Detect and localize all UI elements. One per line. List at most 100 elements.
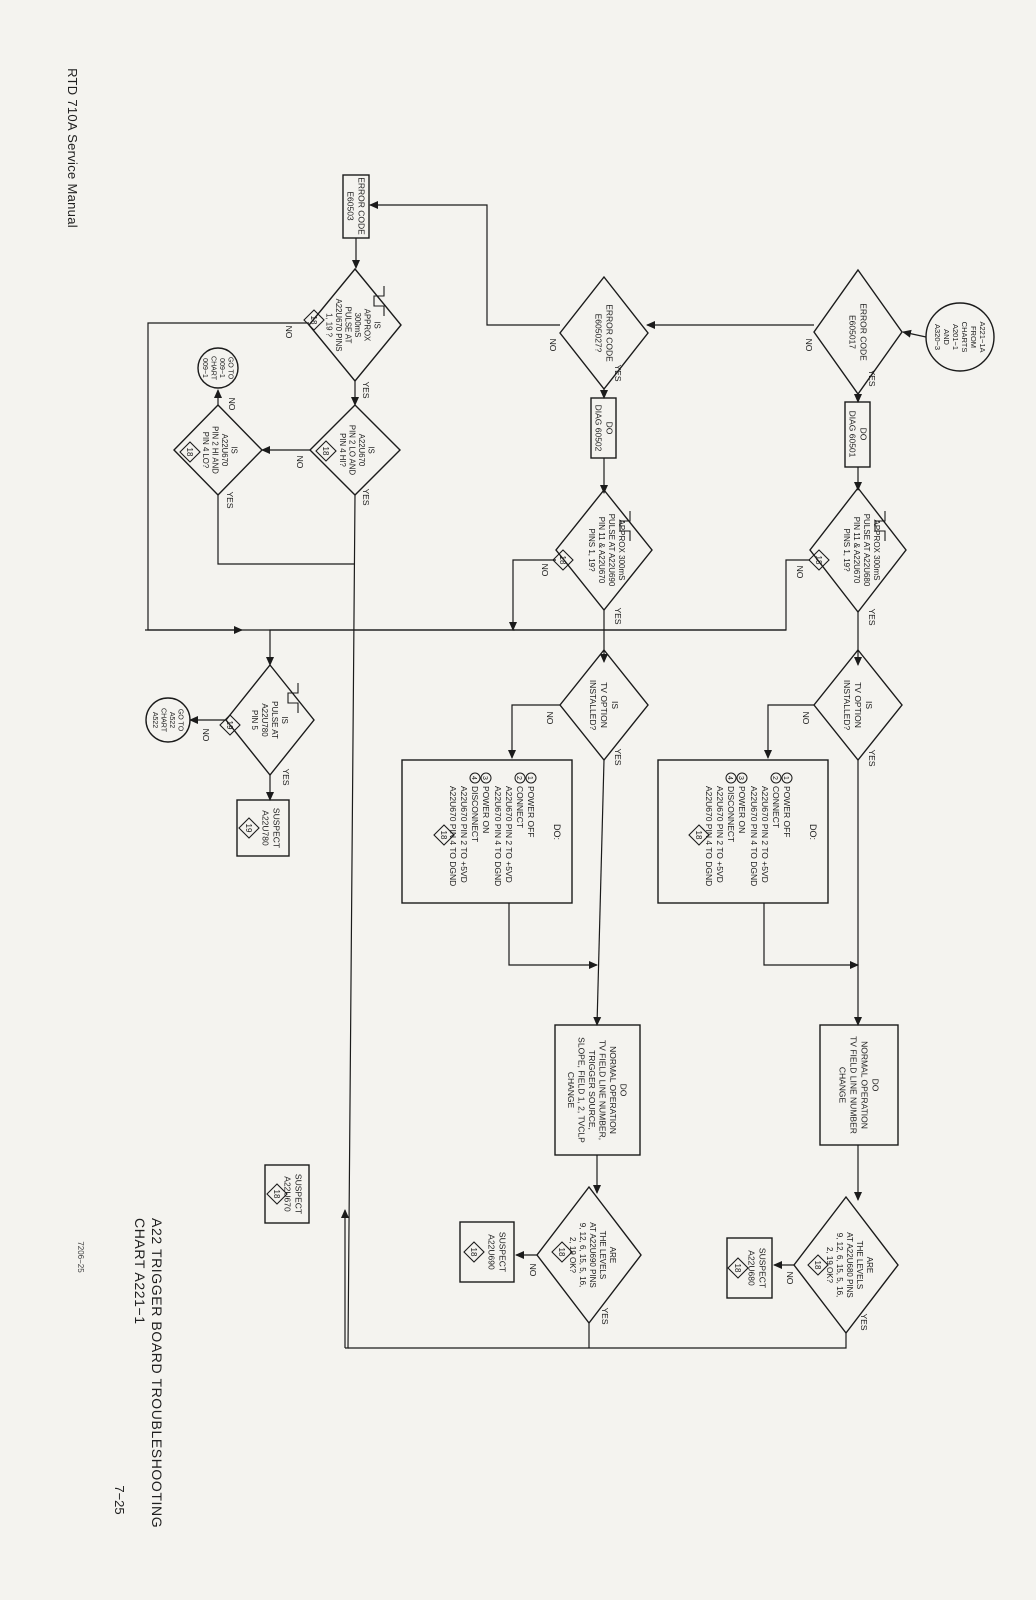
suspect-a22u680-box (726, 1237, 773, 1299)
start-to-err1 (902, 329, 927, 338)
do-steps-a-list-step-number: 3 (737, 776, 744, 780)
pin-c-decision (309, 404, 401, 496)
do-steps-b-list-step-marker (480, 772, 492, 784)
pulse-c-badge-num: 18 (309, 316, 318, 325)
pulse-b-yes-label: YES (613, 607, 623, 624)
levels-a-no-label: NO (785, 1272, 795, 1285)
levels-a-decision (793, 1195, 899, 1335)
levels-a-yes-label: YES (859, 1313, 869, 1330)
do-steps-b-list-step-marker (525, 772, 537, 784)
do-normal-b-text-line: SLOPE, FIELD 1, 2, TVCLP (576, 1037, 586, 1143)
do-steps-a-title-line: DO: (808, 824, 818, 840)
do-normal-b-text-line: TRIGGER SOURCE, (587, 1050, 597, 1130)
do-steps-b-list-step-text: A22U670 PIN 2 TO +5VD (459, 786, 469, 883)
tv-b-no-label-line: NO (545, 712, 555, 725)
pulse-a-text-line: PIN 11 & A22U670 (852, 517, 861, 584)
do-normal-a-text-line: DO (871, 1079, 881, 1092)
do-steps-a-list-step-text: A22U670 PIN 4 TO DGND (749, 786, 759, 886)
pulse-a-text-line: PINS 1, 19? (842, 528, 851, 572)
suspect-a22u780-box (236, 799, 290, 857)
pin-d-no-label: NO (227, 398, 237, 411)
do-steps-a-list-step-number: 4 (726, 776, 733, 780)
pin-c-yes-label-line: YES (361, 488, 371, 505)
pin-c-text-line: PIN 2 LO AND (347, 425, 356, 476)
levels-b-badge-num: 18 (557, 1248, 566, 1257)
suspect-a22u670-box (264, 1164, 310, 1224)
suspect-a22u690-badge-num-line: 18 (469, 1248, 478, 1257)
pulse-e-text-line: PULSE AT (270, 701, 279, 739)
suspect-a22u680-badge-num-line: 18 (733, 1264, 742, 1273)
suspect-a22u690-text-line: A22U690 (487, 1234, 497, 1270)
levels-a-badge-num-line: 18 (813, 1261, 822, 1270)
pulse-c-badge-num-line: 18 (309, 316, 318, 325)
error-code-e605027-text-line: ERROR CODE (605, 304, 615, 362)
pulse-b-no (509, 559, 556, 631)
suspect-a22u680-text-line: SUSPECT (758, 1248, 768, 1288)
goto-009-text-line: 009−1 (218, 358, 225, 378)
do-steps-a-list-step-marker (770, 772, 782, 784)
error-code-e605027-decision (559, 275, 649, 391)
pulse-e-badge (219, 714, 241, 736)
error-code-e606003-text-line: E60503 (346, 191, 356, 221)
pulse-c-text-line: IS (372, 321, 381, 328)
do-normal-b-text-line: CHANGE (566, 1072, 576, 1109)
do-steps-b-list-step-text: A22U670 PIN 4 TO DGND (493, 786, 503, 886)
levels-a-yes-label-line: YES (859, 1313, 869, 1330)
pulse-c-text-line: 1, 19 ? (324, 313, 333, 338)
e605017-no-label: NO (804, 339, 814, 352)
pulse-c-text-line: 300mS (353, 313, 362, 338)
error-code-e605017-text-line: ERROR CODE (859, 303, 869, 361)
suspect-a22u680-badge-num: 18 (733, 1264, 742, 1273)
do-steps-a-list-step-marker (781, 772, 793, 784)
pin-c-text-line: PIN 4 HI? (338, 433, 347, 467)
do-normal-a-text-line: TV FIELD LINE NUMBER (849, 1036, 859, 1134)
start-connector-text-line: AND (942, 329, 951, 345)
tv-option-b-text-line: INSTALLED? (588, 680, 598, 731)
suspect-a22u780-badge-num: 19 (244, 824, 253, 833)
pin-d-text-line: PIN 4 LO? (201, 432, 210, 469)
pulse-a-yes-label: YES (867, 608, 877, 625)
do-steps-a-list-step-text: A22U670 PIN 2 TO +5VD (715, 786, 725, 883)
levels-a-text-line: 9, 12, 6, 15, 5, 16, (835, 1233, 844, 1298)
e605017-no-label-line: NO (804, 339, 814, 352)
tv-a-no-label: NO (801, 712, 811, 725)
do-steps-b-badge (433, 824, 455, 846)
pulse-a-badge-num: 18 (814, 556, 823, 565)
suspect-a22u680-badge (727, 1257, 749, 1279)
tv-option-a-text-line: INSTALLED? (842, 680, 852, 731)
do-steps-b-list-step-text: A22U670 PIN 2 TO +5VD (504, 786, 514, 883)
pulse-a-badge (808, 549, 830, 571)
do-steps-b-list-step-text: POWER OFF (526, 786, 536, 837)
goto-009-text-line: GO TO (226, 357, 233, 380)
error-code-e606003-box (342, 174, 370, 239)
pin-c-yes-label: YES (361, 488, 371, 505)
pulse-e-yes-label-line: YES (281, 768, 291, 785)
pulse-c-yes-label-line: YES (361, 381, 371, 398)
tv-a-yes-label: YES (867, 749, 877, 766)
do-steps-a-list-step-marker (725, 772, 737, 784)
pulse-c-decision (308, 267, 402, 383)
do-diag-60501-text-line: DO (859, 428, 869, 441)
levels-b-text-line: 9, 12, 6, 15, 5, 16, (578, 1223, 587, 1288)
do-steps-a-list-step-number: 2 (771, 776, 778, 780)
suspect-a22u670-text-line: SUSPECT (294, 1174, 304, 1214)
do-steps-a-title: DO: (808, 824, 818, 840)
pulse-a-yes-label-line: YES (867, 608, 877, 625)
do-diag-60502-box (590, 397, 617, 459)
tv-option-b-text-line: IS (610, 701, 620, 709)
pulse-b-text-line: PIN 11 & A22U670 (597, 517, 606, 584)
do-steps-a-list-step-number: 1 (782, 776, 789, 780)
pulse-b-badge-num-line: 18 (558, 556, 567, 565)
pulse-c-text-line: PULSE AT (343, 307, 352, 344)
pulse-e-text-line: PIN 5 (250, 710, 259, 731)
steps-a-out (763, 903, 859, 969)
